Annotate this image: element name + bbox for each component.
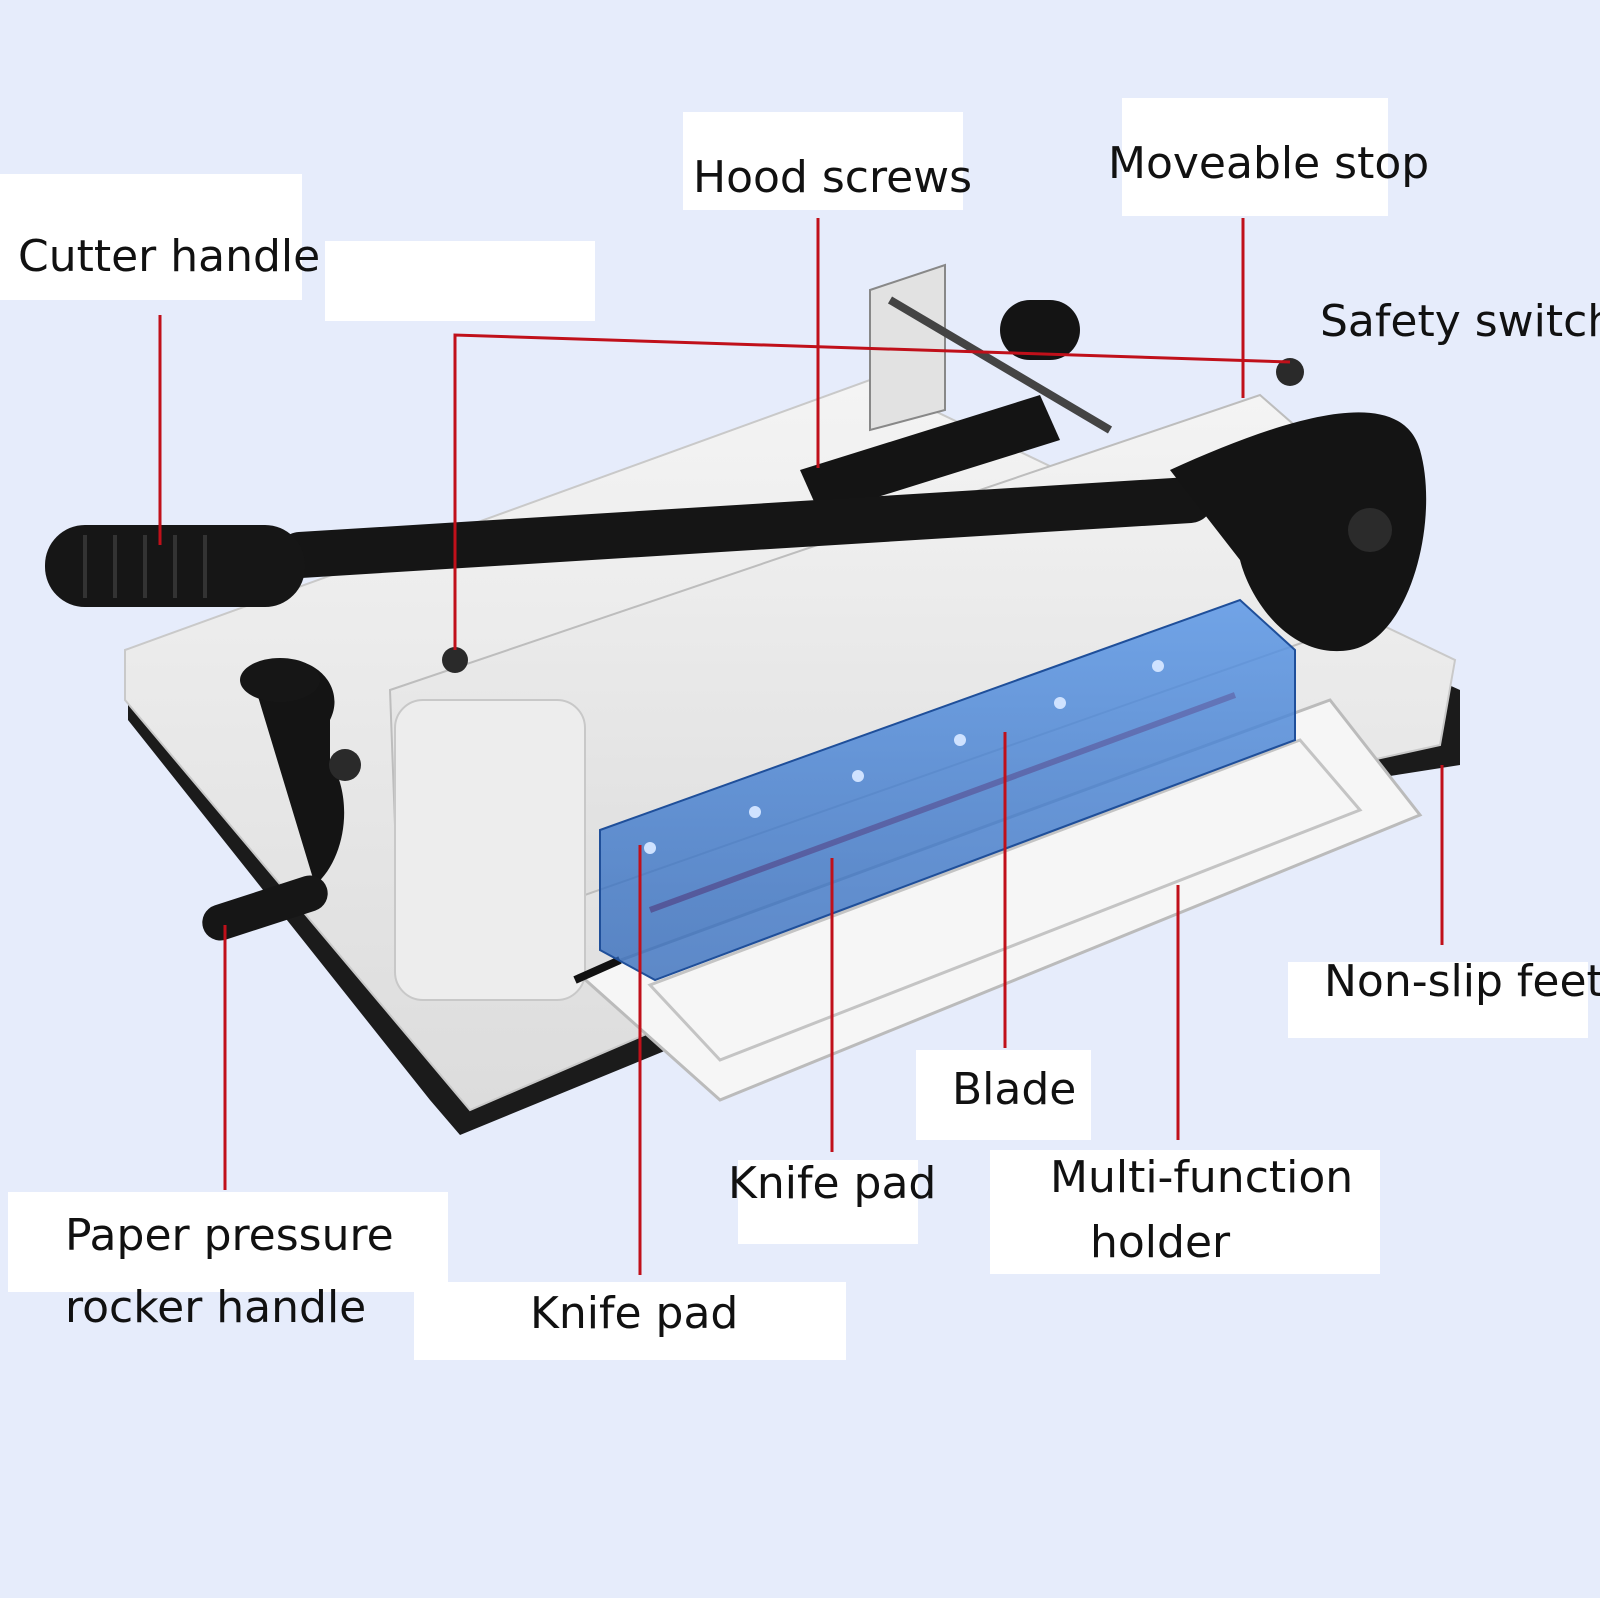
label-non-slip-feet: Non-slip feet bbox=[1288, 956, 1600, 1038]
label-cutter-handle-text: Cutter handle bbox=[18, 231, 321, 282]
multi-function-holder bbox=[573, 698, 1423, 1102]
label-moveable-stop: Moveable stop bbox=[1108, 98, 1429, 216]
label-blade: Blade bbox=[916, 1050, 1091, 1140]
blank-label-box bbox=[325, 241, 595, 321]
label-knife-pad-upper: Knife pad bbox=[728, 1158, 936, 1244]
paper-pressure-rocker-handle bbox=[202, 658, 361, 941]
label-knife-pad-lower: Knife pad bbox=[414, 1282, 846, 1360]
blade-guard bbox=[599, 598, 1296, 982]
cutter-hood bbox=[388, 393, 1312, 1001]
leader-safety-switch bbox=[453, 333, 1291, 650]
moveable-stop-rail bbox=[869, 263, 1113, 434]
label-non-slip-feet-text: Non-slip feet bbox=[1324, 956, 1600, 1007]
label-knife-pad-upper-text: Knife pad bbox=[728, 1158, 937, 1209]
label-safety-switch-text: Safety switch bbox=[1320, 296, 1600, 347]
leader-lines bbox=[158, 218, 1444, 1275]
label-safety-switch: Safety switch bbox=[1320, 296, 1600, 356]
label-multi-function-line2: holder bbox=[1090, 1216, 1231, 1268]
label-paper-pressure-line2: rocker handle bbox=[65, 1282, 367, 1333]
label-multi-function-line1: Multi-function bbox=[1050, 1152, 1354, 1203]
hood-screws-block bbox=[442, 358, 1304, 673]
label-paper-pressure-rocker-handle: Paper pressure bbox=[8, 1192, 448, 1292]
label-paper-pressure-line1: Paper pressure bbox=[65, 1210, 394, 1261]
label-multi-function-holder: Multi-function holder bbox=[990, 1150, 1380, 1274]
label-cutter-handle: Cutter handle bbox=[0, 174, 321, 300]
label-paper-pressure-line2-box: rocker handle bbox=[8, 1282, 413, 1350]
label-hood-screws: Hood screws bbox=[683, 112, 973, 210]
label-knife-pad-lower-text: Knife pad bbox=[530, 1288, 739, 1339]
label-hood-screws-text: Hood screws bbox=[693, 152, 973, 203]
label-blade-text: Blade bbox=[952, 1064, 1077, 1115]
label-moveable-stop-text: Moveable stop bbox=[1108, 138, 1430, 189]
cutter-handle bbox=[45, 412, 1427, 652]
